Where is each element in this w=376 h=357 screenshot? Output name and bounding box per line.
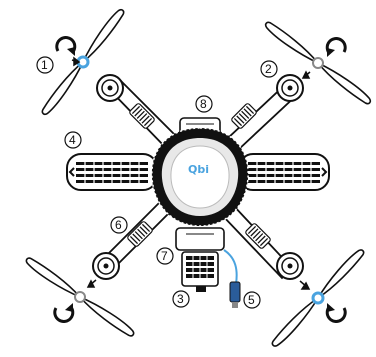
motor-front-left — [96, 74, 124, 102]
callout-4-label: 4 — [69, 133, 76, 147]
callout-7: 7 — [156, 247, 174, 265]
battery-pack-left — [66, 153, 158, 191]
callout-3: 3 — [172, 290, 190, 308]
brand-logo-text: Qbi — [188, 163, 209, 176]
callout-3-label: 3 — [177, 292, 184, 306]
callout-7-label: 7 — [161, 249, 168, 263]
callout-5-label: 5 — [248, 293, 255, 307]
connector-arrow-icon — [301, 70, 311, 79]
callout-6: 6 — [110, 216, 128, 234]
motor-rear-right — [276, 252, 304, 280]
callout-8: 8 — [195, 95, 213, 113]
callout-8-label: 8 — [200, 97, 207, 111]
callout-1: 1 — [36, 56, 54, 74]
callout-4: 4 — [64, 131, 82, 149]
motor-front-right — [276, 74, 304, 102]
callout-2-label: 2 — [265, 62, 272, 76]
propeller-front-right — [263, 12, 373, 114]
callout-5: 5 — [243, 291, 261, 309]
connector-arrow-icon — [86, 279, 97, 288]
rotation-arrow-icon — [55, 35, 77, 58]
rear-battery — [181, 251, 219, 292]
callout-6-label: 6 — [115, 218, 122, 232]
motor-rear-left — [92, 252, 120, 280]
gimbal-mount — [175, 227, 225, 251]
rotation-arrow-icon — [325, 301, 347, 324]
rotation-arrow-icon — [53, 301, 75, 324]
propeller-rear-left — [23, 247, 137, 347]
usb-cable — [223, 249, 241, 308]
rotation-arrow-icon — [325, 36, 347, 59]
propeller-rear-right — [263, 247, 373, 349]
connector-arrow-icon — [71, 56, 81, 67]
callout-2: 2 — [260, 60, 278, 78]
central-hub: Qbi — [151, 127, 249, 227]
callout-1-label: 1 — [41, 58, 48, 72]
connector-arrow-icon — [299, 280, 311, 290]
battery-pack-right — [238, 153, 330, 191]
